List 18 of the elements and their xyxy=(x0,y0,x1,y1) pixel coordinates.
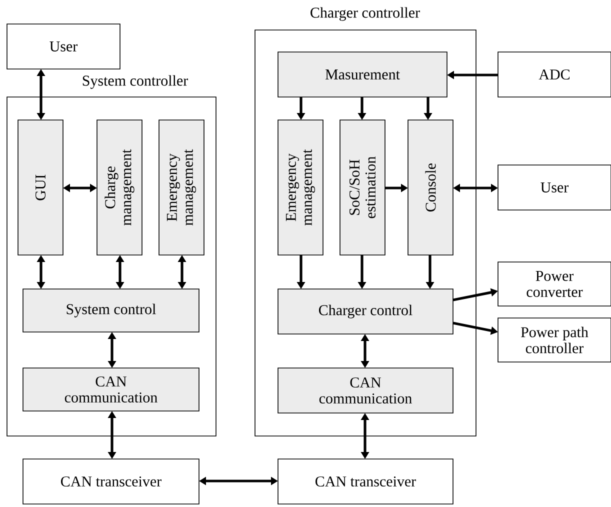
module-box: CAN communication xyxy=(22,368,200,412)
module-box: Console xyxy=(408,120,454,256)
entity-box: User xyxy=(498,164,611,210)
entity-box: User xyxy=(6,24,120,70)
module-box: Charger control xyxy=(278,288,454,334)
module-box: CAN communication xyxy=(278,368,454,414)
entity-box: CAN transceiver xyxy=(278,458,454,504)
module-box: Emergency management xyxy=(158,120,204,256)
module-box: System control xyxy=(22,288,200,332)
entity-box: ADC xyxy=(498,52,611,98)
entity-box: CAN transceiver xyxy=(22,458,200,504)
entity-box: Power path controller xyxy=(498,318,611,362)
entity-box: Power converter xyxy=(498,262,611,306)
module-box: Emergency management xyxy=(278,120,324,256)
module-box: SoC/SoH estimation xyxy=(340,120,386,256)
module-box: GUI xyxy=(18,120,64,256)
module-box: Charge management xyxy=(96,120,142,256)
module-box: Masurement xyxy=(278,52,448,98)
